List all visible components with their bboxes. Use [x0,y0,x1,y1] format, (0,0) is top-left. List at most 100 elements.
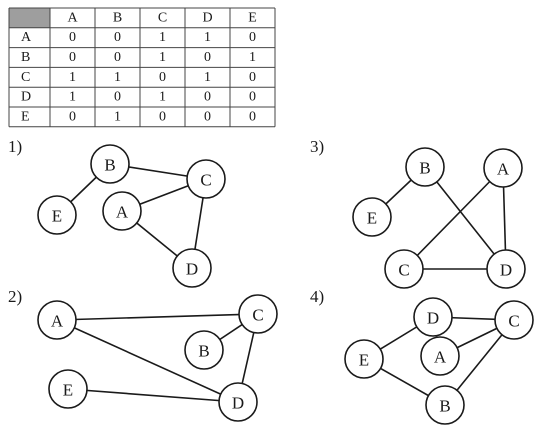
graph-node-D: D [486,249,526,289]
node-label: B [439,397,450,416]
matrix-cell: 0 [159,70,166,85]
matrix-cell: 0 [249,70,256,85]
graph-node-B: B [90,144,130,184]
node-label: D [232,394,244,413]
node-circle [486,249,526,289]
node-circle [102,191,142,231]
matrix-cell: 0 [249,109,256,124]
graph-node-C: C [238,294,278,334]
node-circle [344,339,384,379]
node-circle [48,369,88,409]
matrix-cell: 0 [249,90,256,105]
matrix-cell: 1 [69,70,76,85]
node-label: D [427,309,439,328]
node-label: E [52,207,62,226]
graph-node-E: E [48,369,88,409]
node-label: C [252,306,263,325]
node-label: B [419,159,430,178]
graph-option-1: 1) B C E A D [8,137,226,288]
matrix-cell: 0 [204,109,211,124]
matrix-column-header: D [202,10,212,25]
graph-node-D: D [218,382,258,422]
node-label: C [508,312,519,331]
node-label: C [398,261,409,280]
graph-number-label: 1) [8,137,22,156]
node-circle [483,148,523,188]
matrix-cell: 0 [114,30,121,45]
node-circle [184,330,224,370]
node-label: B [104,156,115,175]
matrix-cell: 1 [69,90,76,105]
matrix-cell: 0 [114,90,121,105]
matrix-cell: 1 [114,70,121,85]
node-label: A [434,348,447,367]
node-label: A [51,312,64,331]
node-label: E [367,209,377,228]
node-circle [352,197,392,237]
matrix-column-header: E [248,10,257,25]
graph-node-C: C [384,249,424,289]
node-circle [384,249,424,289]
node-circle [37,195,77,235]
node-circle [90,144,130,184]
node-circle [420,336,460,376]
node-label: A [497,160,510,179]
graph-node-C: C [494,300,534,340]
node-circle [238,294,278,334]
node-label: C [200,171,211,190]
graph-node-A: A [483,148,523,188]
matrix-cell: 1 [204,30,211,45]
graph-node-A: A [37,300,77,340]
graph-node-E: E [352,197,392,237]
graph-node-A: A [420,336,460,376]
graph-node-C: C [186,159,226,199]
graph-node-D: D [413,297,453,337]
matrix-cell: 1 [159,50,166,65]
matrix-column-header: C [158,10,167,25]
matrix-row-header: B [21,50,30,65]
graph-node-D: D [172,248,212,288]
node-circle [37,300,77,340]
node-label: D [500,261,512,280]
matrix-cell: 1 [159,30,166,45]
matrix-corner-cell [9,8,50,28]
matrix-cell: 0 [69,50,76,65]
graph-number-label: 4) [310,287,324,306]
graph-node-E: E [37,195,77,235]
node-circle [172,248,212,288]
graph-node-B: B [425,385,465,425]
graph-edge-B-D [424,166,507,270]
matrix-cell: 0 [204,50,211,65]
matrix-cell: 1 [204,70,211,85]
matrix-cell: 0 [249,30,256,45]
graph-node-A: A [102,191,142,231]
graph-edge-E-D [67,388,239,403]
matrix-cell: 0 [69,30,76,45]
node-circle [218,382,258,422]
graph-node-B: B [184,330,224,370]
matrix-cell: 1 [249,50,256,65]
matrix-cell: 0 [69,109,76,124]
graph-edge-A-D [56,319,239,403]
node-label: A [116,203,129,222]
node-circle [186,159,226,199]
matrix-cell: 0 [204,90,211,105]
node-label: B [198,342,209,361]
node-circle [494,300,534,340]
node-circle [425,385,465,425]
graph-node-E: E [344,339,384,379]
graph-edge-A-C [56,313,259,321]
matrix-cell: 0 [114,50,121,65]
matrix-cell: 1 [159,90,166,105]
graph-option-4: 4) D C E A B [310,287,534,425]
node-label: E [359,351,369,370]
node-label: D [186,260,198,279]
node-label: E [63,381,73,400]
matrix-row-header: A [21,30,32,45]
node-circle [405,147,445,187]
